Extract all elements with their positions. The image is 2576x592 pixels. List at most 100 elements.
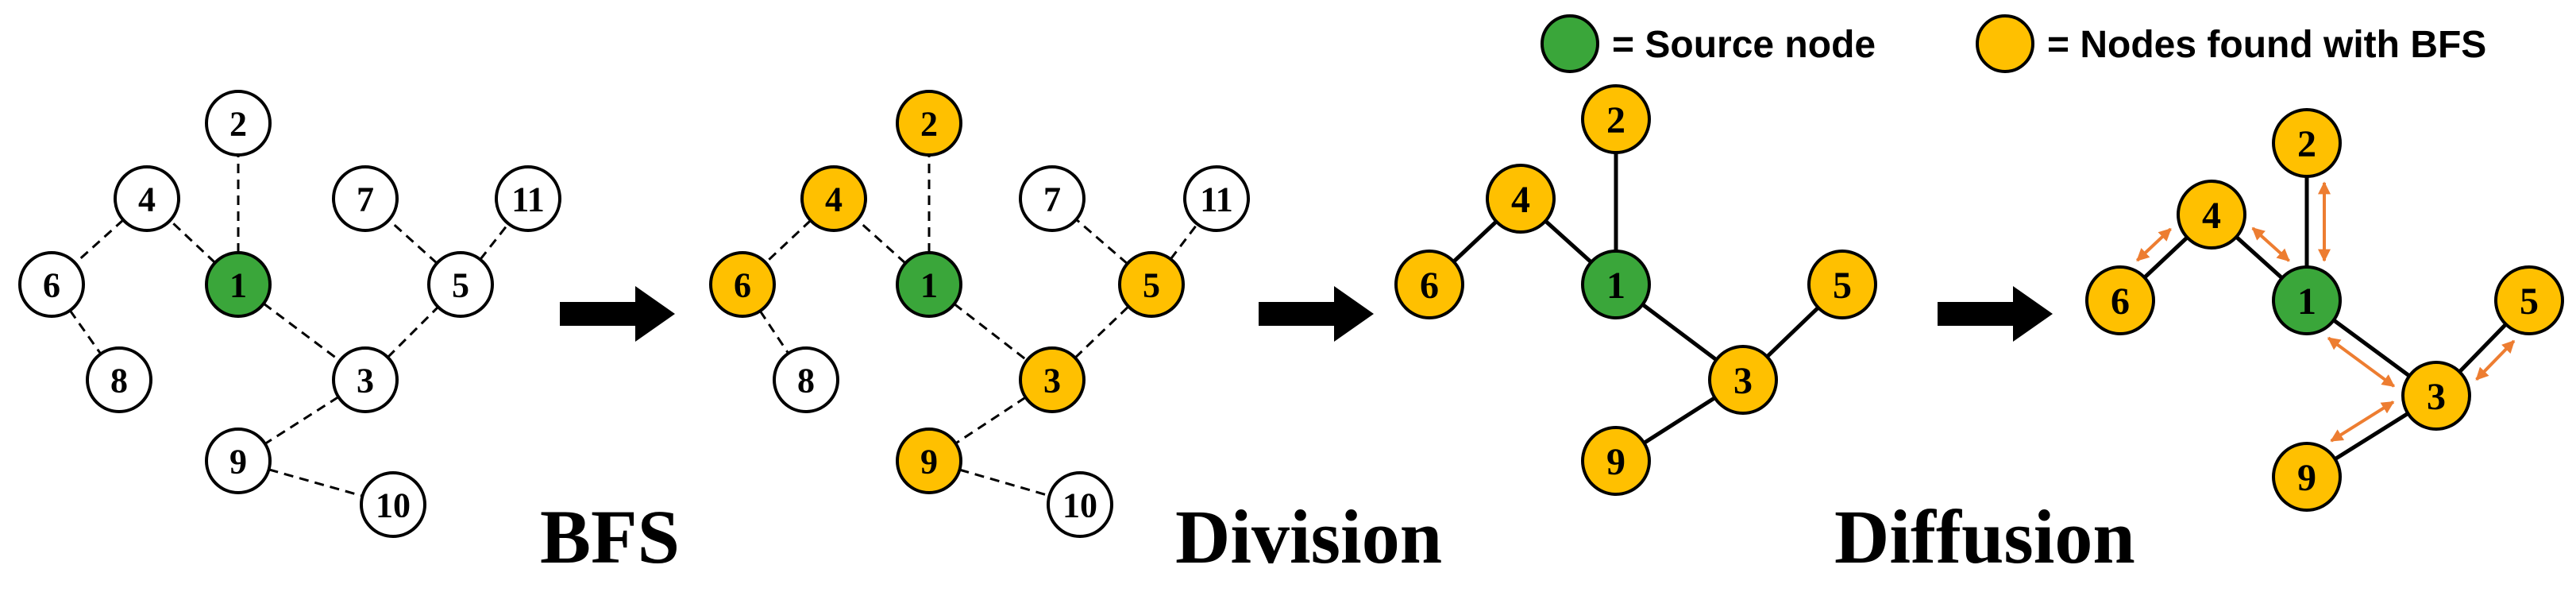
node-1-label: 1 [2297, 281, 2316, 323]
diffusion-arrow-1-3 [2327, 336, 2395, 388]
node-4: 4 [800, 165, 867, 232]
panel-after-bfs: 2 4 7 11 6 1 5 8 3 9 10 [709, 90, 1250, 538]
node-8: 8 [773, 346, 839, 413]
node-2-circle [205, 90, 272, 157]
arrow-bfs-icon [560, 286, 675, 342]
node-11: 11 [1183, 165, 1250, 232]
panel-after-diffusion-nodes: 2 4 6 1 5 3 9 [2085, 108, 2564, 512]
node-3-label: 3 [1733, 360, 1753, 402]
node-6-circle [2085, 265, 2155, 335]
node-5: 5 [1118, 251, 1185, 318]
node-1: 1 [1581, 250, 1651, 319]
node-5-label: 5 [452, 265, 469, 304]
node-2-label: 2 [229, 104, 247, 143]
node-1-circle [2272, 265, 2342, 335]
node-6: 6 [709, 251, 776, 318]
node-9-label: 9 [1606, 441, 1625, 483]
node-2-label: 2 [920, 104, 938, 143]
node-5-circle [1807, 250, 1877, 319]
node-2-circle [2272, 108, 2342, 178]
node-5-label: 5 [1143, 265, 1160, 304]
step-label-bfs: BFS [540, 494, 680, 579]
node-9-circle [2272, 442, 2342, 512]
node-3-circle [1708, 345, 1778, 415]
node-5-label: 5 [2520, 281, 2539, 323]
node-9-circle [205, 428, 272, 494]
legend-source-swatch [1541, 14, 1599, 73]
node-1: 1 [2272, 265, 2342, 335]
node-1: 1 [896, 251, 962, 318]
node-7-circle [332, 165, 399, 232]
node-10-label: 10 [1062, 486, 1097, 524]
node-11-label: 11 [1200, 180, 1233, 219]
legend-found-label: = Nodes found with BFS [2047, 24, 2486, 66]
panel-after-bfs-nodes: 2 4 7 11 6 1 5 8 3 9 10 [709, 90, 1250, 538]
legend: = Source node = Nodes found with BFS [1541, 14, 2486, 73]
node-9: 9 [896, 428, 962, 494]
node-8: 8 [86, 346, 152, 413]
node-9: 9 [205, 428, 272, 494]
node-5-circle [427, 251, 494, 318]
node-4-label: 4 [2202, 195, 2221, 237]
node-10: 10 [1047, 471, 1113, 538]
node-4-label: 4 [825, 180, 843, 219]
step-label-division: Division [1175, 494, 1442, 579]
node-3-label: 3 [1043, 361, 1061, 400]
node-4-label: 4 [1511, 179, 1530, 221]
node-1-label: 1 [1606, 265, 1625, 307]
node-4-circle [114, 165, 180, 232]
panel-after-diffusion-diffusion-arrows [2136, 181, 2516, 443]
node-3: 3 [332, 346, 399, 413]
node-4: 4 [114, 165, 180, 232]
node-3: 3 [1019, 346, 1086, 413]
node-2: 2 [2272, 108, 2342, 178]
node-1: 1 [205, 251, 272, 318]
node-8-circle [773, 346, 839, 413]
node-1-label: 1 [920, 265, 938, 304]
node-6-circle [709, 251, 776, 318]
node-9-label: 9 [229, 442, 247, 481]
arrow-division-icon [1259, 286, 1374, 342]
arrow-diffusion-icon [1938, 286, 2053, 342]
node-2: 2 [896, 90, 962, 157]
node-2-circle [896, 90, 962, 157]
node-8-label: 8 [110, 361, 128, 400]
node-6-label: 6 [43, 265, 60, 304]
node-6: 6 [2085, 265, 2155, 335]
panel-after-diffusion: 2 4 6 1 5 3 9 [2085, 108, 2564, 512]
node-9: 9 [2272, 442, 2342, 512]
node-9-label: 9 [2297, 457, 2316, 499]
node-11-circle [495, 165, 561, 232]
node-9-circle [896, 428, 962, 494]
node-2: 2 [205, 90, 272, 157]
node-6-label: 6 [2111, 281, 2130, 323]
node-11-label: 11 [511, 180, 545, 219]
node-6-circle [18, 251, 85, 318]
node-6: 6 [18, 251, 85, 318]
node-3-label: 3 [2427, 376, 2446, 418]
node-9-circle [1581, 426, 1651, 496]
node-11-circle [1183, 165, 1250, 232]
node-5-label: 5 [1833, 265, 1852, 307]
node-5-circle [2494, 265, 2564, 335]
diffusion-arrow-4-6 [2136, 227, 2172, 262]
node-2: 2 [1581, 84, 1651, 154]
node-1-circle [205, 251, 272, 318]
node-8-circle [86, 346, 152, 413]
node-2-label: 2 [2297, 123, 2316, 165]
node-2-circle [1581, 84, 1651, 154]
step-label-diffusion: Diffusion [1834, 494, 2135, 579]
node-10-circle [1047, 471, 1113, 538]
node-5: 5 [2494, 265, 2564, 335]
node-10: 10 [360, 471, 426, 538]
node-7: 7 [1019, 165, 1086, 232]
node-5: 5 [427, 251, 494, 318]
node-8-label: 8 [797, 361, 815, 400]
node-5-circle [1118, 251, 1185, 318]
legend-found-swatch [1976, 14, 2034, 73]
